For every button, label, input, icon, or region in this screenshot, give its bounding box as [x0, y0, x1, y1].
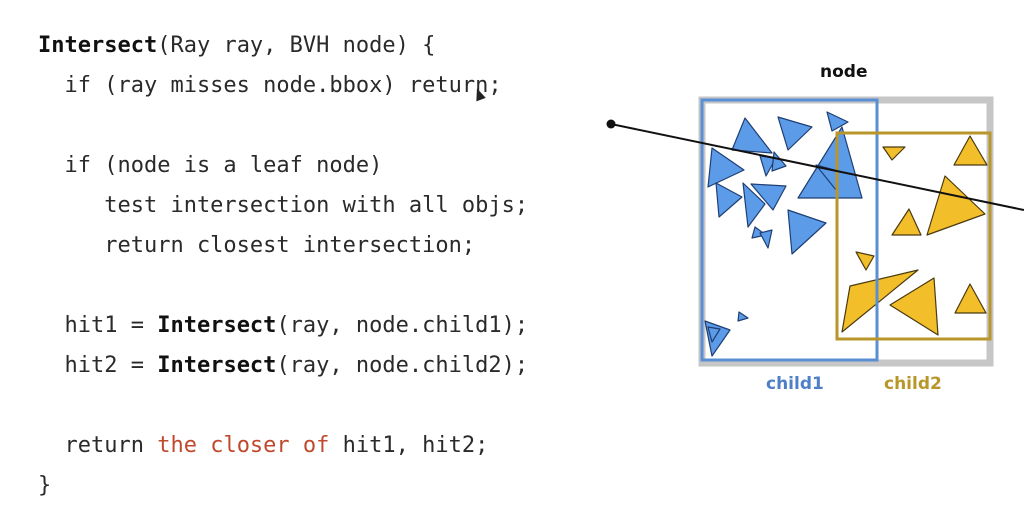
- child2-bbox: [835, 131, 992, 341]
- code-line-4: if (node is a leaf node): [38, 153, 383, 178]
- code-line-6: return closest intersection;: [38, 233, 476, 258]
- blue-triangle: [826, 111, 849, 132]
- blue-triangle: [737, 311, 749, 322]
- child2-objects: [841, 135, 988, 336]
- ray-line: [610, 123, 1024, 211]
- yellow-triangle: [926, 175, 986, 236]
- code-text: (ray, node.child2);: [276, 353, 529, 378]
- code-text: return: [38, 433, 158, 458]
- code-line-11: return the closer of hit1, hit2;: [38, 426, 528, 466]
- child1-label: child1: [766, 374, 824, 394]
- function-name-intersect: Intersect: [157, 313, 277, 338]
- yellow-triangle: [954, 283, 987, 314]
- blue-triangle: [771, 151, 787, 172]
- highlighted-phrase: the closer of: [157, 433, 330, 458]
- code-text: (ray, node.child1);: [276, 313, 529, 338]
- code-line-5: test intersection with all objs;: [38, 193, 529, 218]
- blue-triangle: [715, 182, 743, 218]
- yellow-triangle: [882, 146, 906, 161]
- blue-triangle: [759, 229, 773, 249]
- function-name-intersect: Intersect: [157, 353, 277, 378]
- yellow-triangle: [855, 251, 875, 271]
- yellow-triangle: [891, 208, 922, 236]
- function-name-intersect: Intersect: [38, 33, 158, 58]
- code-text: hit2 =: [38, 353, 158, 378]
- blue-triangle: [704, 320, 731, 357]
- ray-origin: [606, 119, 616, 129]
- child1-bbox: [700, 98, 879, 362]
- blue-triangle: [797, 126, 863, 199]
- blue-triangle: [731, 117, 773, 154]
- blue-triangle: [742, 182, 766, 228]
- code-line-8: hit1 = Intersect(ray, node.child1);: [38, 306, 528, 346]
- code-line-12: }: [38, 473, 52, 498]
- code-text: (Ray ray, BVH node) {: [157, 33, 436, 58]
- code-line-9: hit2 = Intersect(ray, node.child2);: [38, 346, 528, 386]
- code-line-2: if (ray misses node.bbox) return;: [38, 73, 502, 98]
- blue-triangle: [707, 326, 721, 343]
- code-text: hit1, hit2;: [329, 433, 489, 458]
- code-text: hit1 =: [38, 313, 158, 338]
- yellow-triangle: [841, 269, 919, 333]
- blue-triangle: [787, 209, 827, 255]
- blue-triangle: [777, 116, 813, 151]
- pseudocode-block: Intersect(Ray ray, BVH node) { if (ray m…: [38, 26, 528, 506]
- blue-triangle: [707, 147, 745, 188]
- blue-triangle: [750, 183, 787, 211]
- child2-label: child2: [884, 374, 942, 394]
- node-label: node: [820, 62, 868, 82]
- yellow-triangle: [953, 135, 988, 166]
- yellow-triangle: [889, 277, 939, 336]
- code-line-1: Intersect(Ray ray, BVH node) {: [38, 26, 528, 66]
